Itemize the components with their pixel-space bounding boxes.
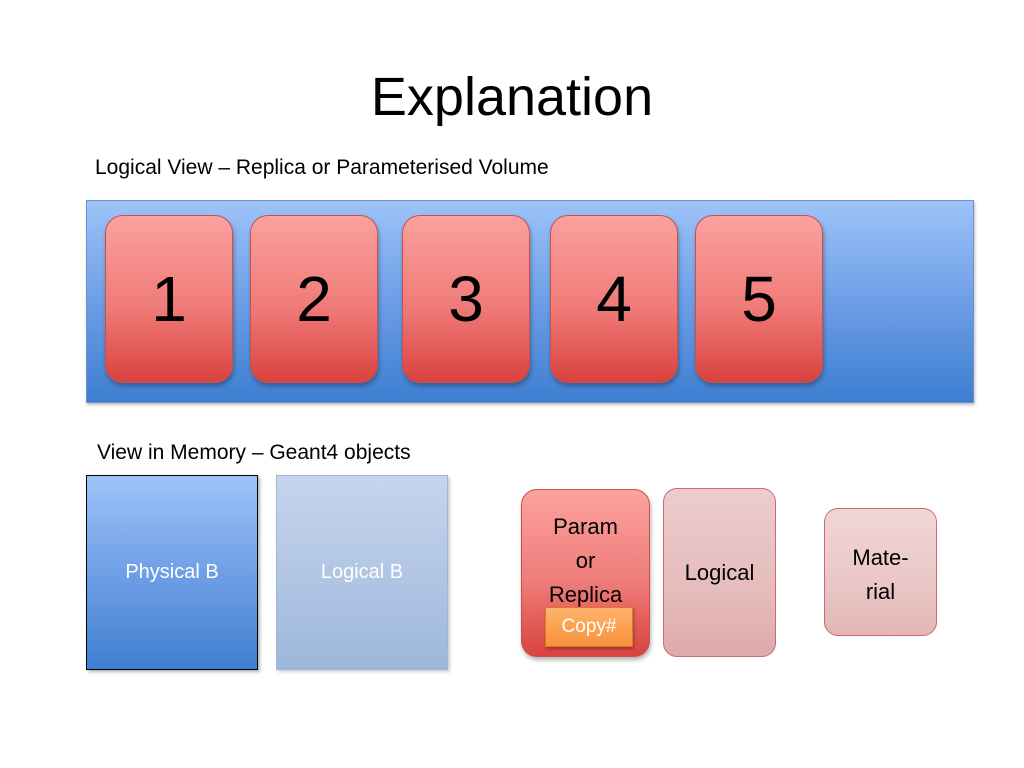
physical-b-box: Physical B	[86, 475, 258, 670]
replica-copy-number: 3	[448, 263, 484, 335]
replica-copy-5: 5	[695, 215, 823, 383]
material-box: Mate- rial	[824, 508, 937, 636]
replica-copy-number: 5	[741, 263, 777, 335]
logical-b-label: Logical B	[320, 561, 404, 583]
param-replica-label: Param or Replica	[549, 510, 622, 612]
logical-label: Logical	[684, 559, 755, 585]
physical-b-label: Physical B	[125, 561, 219, 583]
replica-copy-number: 1	[151, 263, 187, 335]
logical-box: Logical	[663, 488, 776, 657]
material-line: Mate-	[852, 545, 909, 570]
replica-copy-number: 2	[296, 263, 332, 335]
replica-copy-number: 4	[596, 263, 632, 335]
replica-copy-3: 3	[402, 215, 530, 383]
logical-b-box: Logical B	[276, 475, 448, 670]
logical-view-label: Logical View – Replica or Parameterised …	[95, 156, 549, 179]
memory-view-label: View in Memory – Geant4 objects	[97, 441, 411, 464]
param-line: Replica	[548, 582, 623, 607]
mother-volume-box	[86, 200, 974, 403]
material-line: rial	[865, 579, 896, 604]
copy-number-box: Copy#	[545, 607, 633, 647]
param-line: or	[575, 548, 596, 573]
slide-title: Explanation	[370, 67, 654, 127]
replica-copy-1: 1	[105, 215, 233, 383]
material-label: Mate- rial	[852, 541, 908, 609]
param-line: Param	[553, 514, 618, 539]
replica-copy-2: 2	[250, 215, 378, 383]
replica-copy-4: 4	[550, 215, 678, 383]
